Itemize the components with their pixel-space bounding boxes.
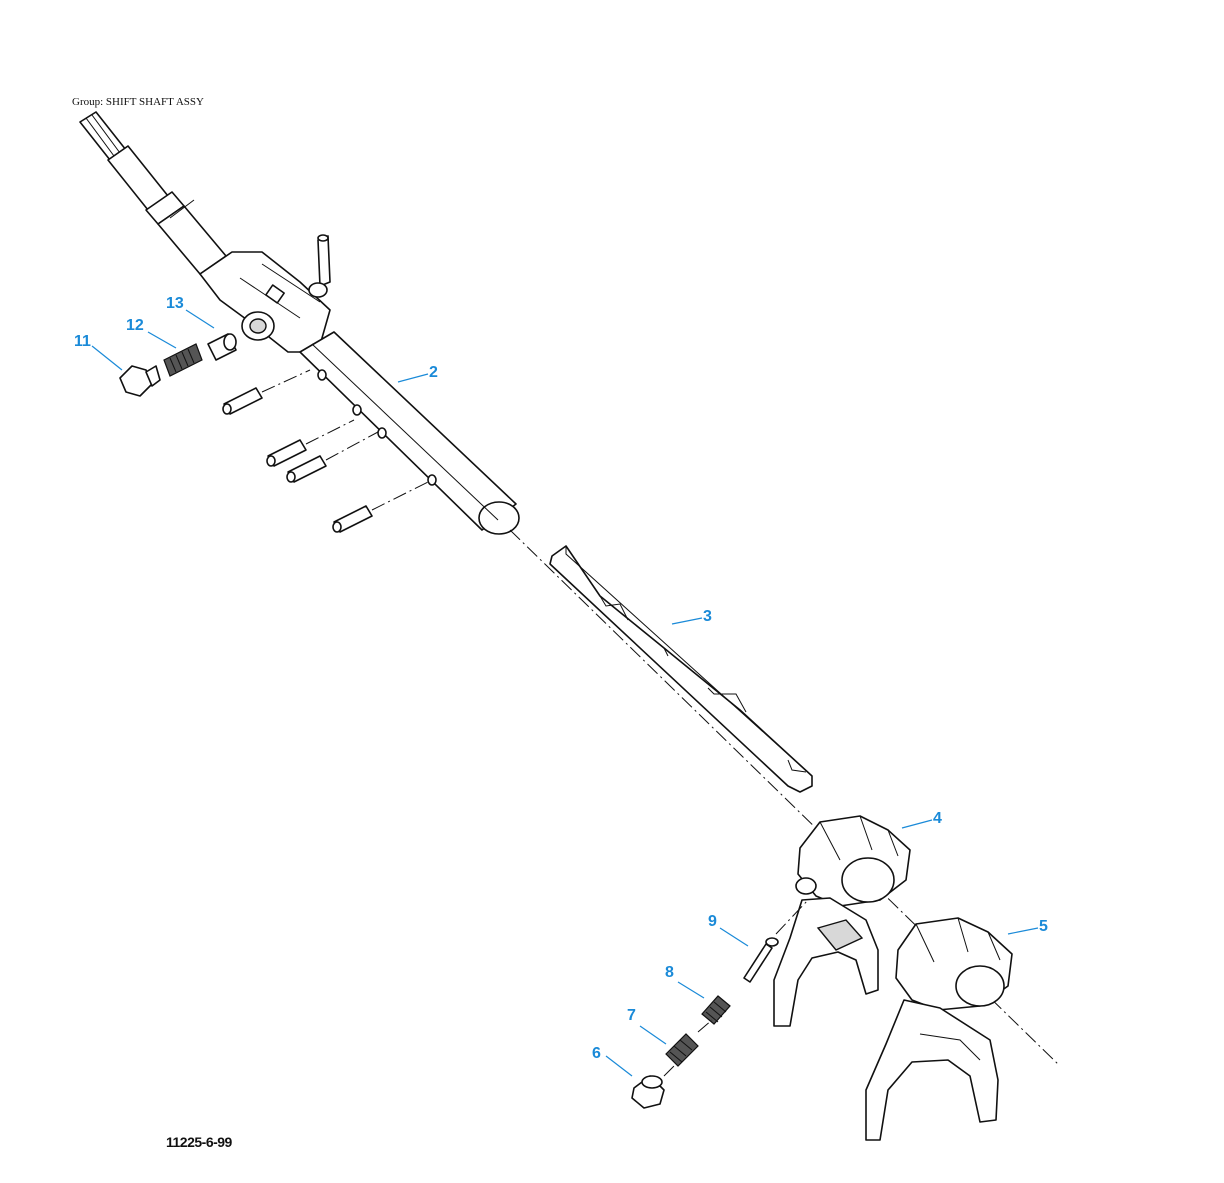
callout-9: 9 [708, 913, 717, 930]
callout-8: 8 [665, 964, 674, 981]
shift-rail [549, 545, 813, 793]
callouts: 2 3 4 5 6 7 8 9 11 12 13 [74, 295, 1048, 1062]
callout-13: 13 [166, 295, 184, 312]
shift-shaft [79, 111, 520, 535]
spring-7 [665, 1019, 713, 1067]
callout-6: 6 [592, 1045, 601, 1062]
callout-3: 3 [703, 608, 712, 625]
shift-fork-4 [773, 815, 911, 1027]
shift-fork-5 [865, 917, 1013, 1141]
detent-plug-11 [119, 365, 161, 397]
callout-5: 5 [1039, 918, 1048, 935]
callout-7: 7 [627, 1007, 636, 1024]
detent-pin-9 [743, 899, 809, 983]
detent-spring-12 [163, 343, 203, 377]
figure-number: 11225-6-99 [166, 1134, 232, 1150]
callout-11: 11 [74, 333, 91, 350]
shaft-centerline [509, 529, 1061, 1067]
detent-plug-6 [631, 1065, 675, 1109]
group-label: Group: SHIFT SHAFT ASSY [72, 96, 204, 108]
roll-pins [222, 369, 429, 533]
callout-4: 4 [933, 810, 942, 827]
spring-8 [701, 995, 731, 1025]
callout-2: 2 [429, 364, 438, 381]
detent-plunger-13 [207, 333, 237, 361]
callout-leaders [91, 309, 1039, 1077]
callout-12: 12 [126, 317, 144, 334]
